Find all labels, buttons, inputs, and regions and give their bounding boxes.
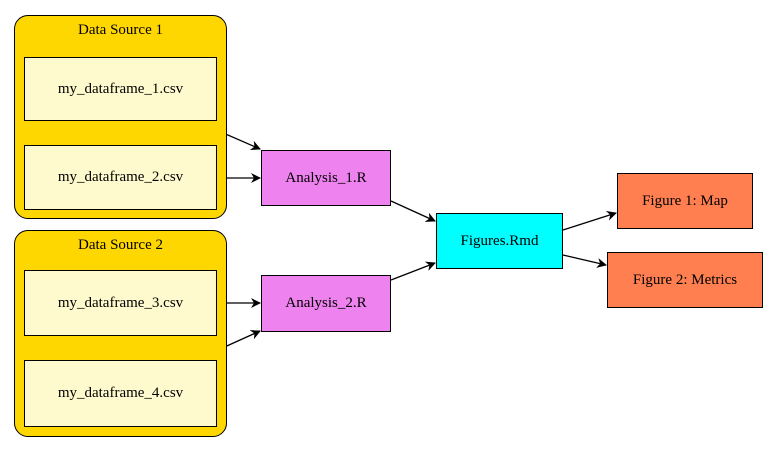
cluster-label: Data Source 2 (78, 237, 163, 253)
node-my-dataframe-4: my_dataframe_4.csv (24, 360, 217, 427)
node-figure-1-map: Figure 1: Map (617, 173, 753, 229)
node-my-dataframe-1: my_dataframe_1.csv (24, 57, 217, 121)
node-my-dataframe-2: my_dataframe_2.csv (24, 145, 217, 210)
node-figures-rmd: Figures.Rmd (436, 213, 563, 269)
edge-analysis2-to-figures (390, 261, 436, 281)
edge-figures-to-fig2 (562, 254, 607, 268)
cluster-label: Data Source 1 (78, 22, 163, 38)
node-figure-2-metrics: Figure 2: Metrics (607, 252, 763, 308)
node-my-dataframe-3: my_dataframe_3.csv (24, 270, 217, 336)
edge-analysis1-to-figures (390, 200, 436, 222)
edge-figures-to-fig1 (562, 210, 617, 231)
node-analysis-2: Analysis_2.R (261, 275, 391, 332)
node-analysis-1: Analysis_1.R (261, 150, 391, 206)
